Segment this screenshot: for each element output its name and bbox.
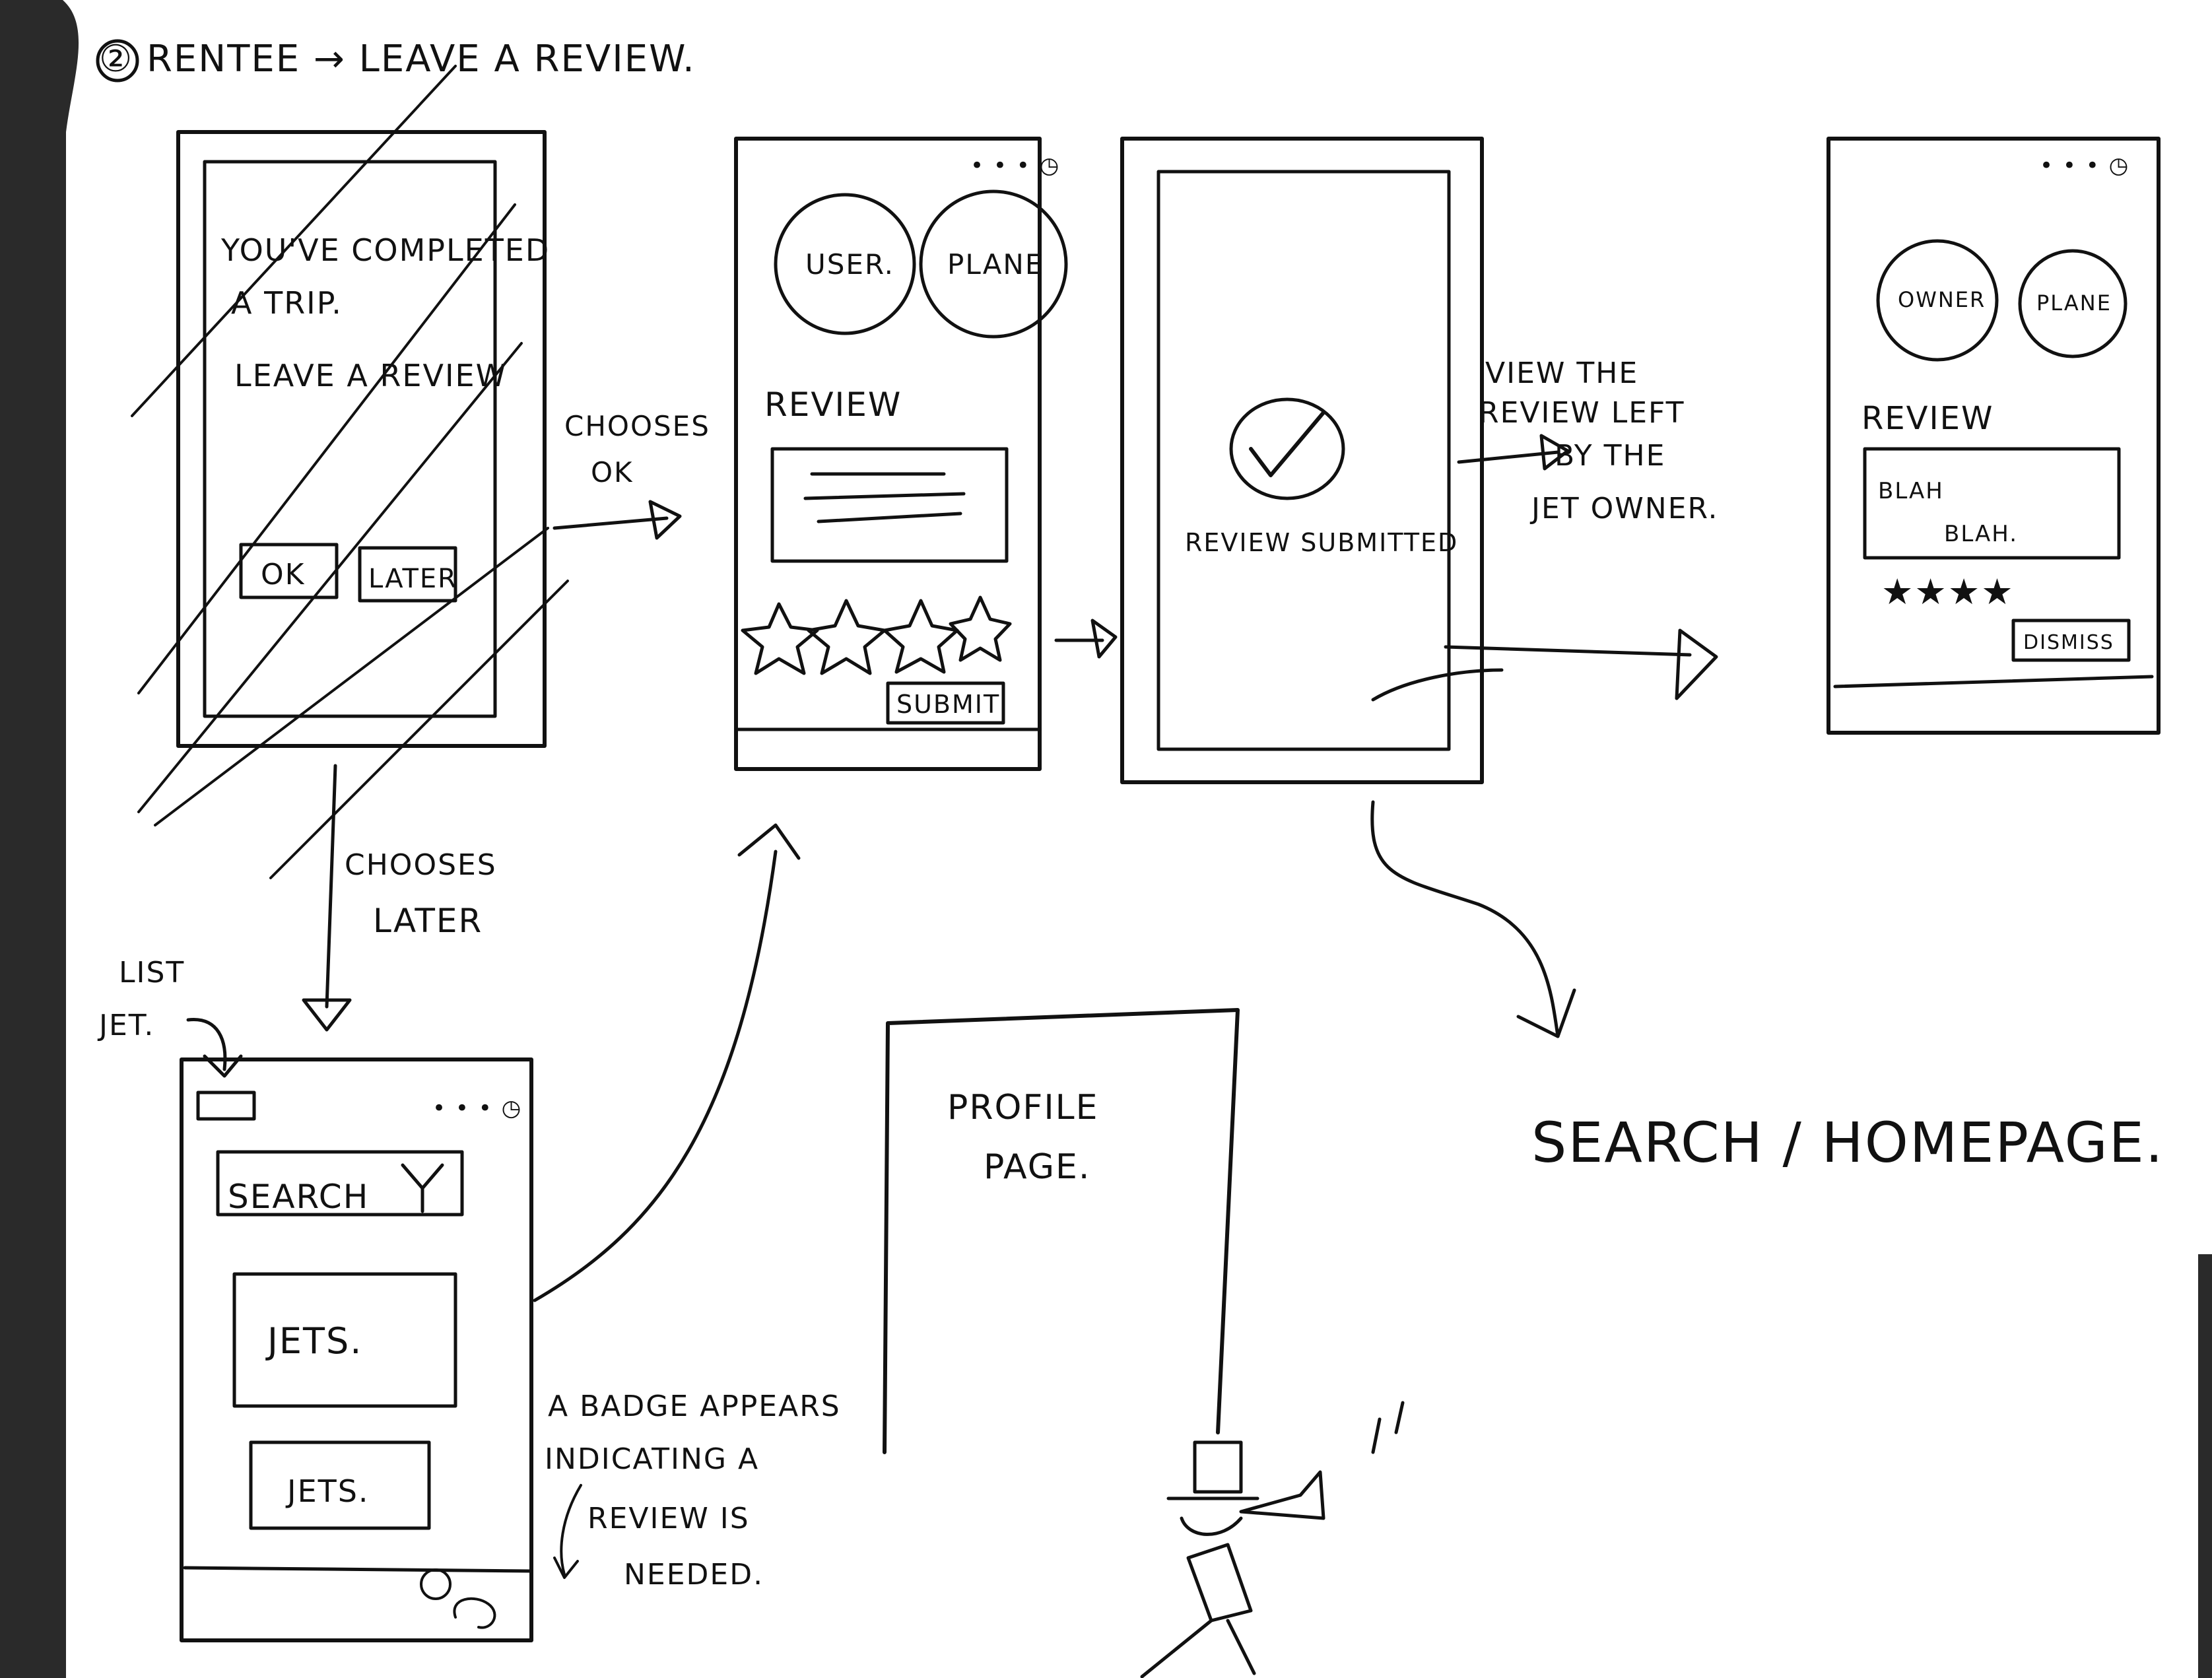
dismiss-button[interactable] — [2011, 619, 2131, 662]
plane-label: PLANE — [947, 248, 1044, 281]
arrow-chooses-ok: CHOOSES OK — [553, 410, 710, 540]
submit-button[interactable] — [886, 681, 1005, 725]
flow-title: ② RENTEE → LEAVE A REVIEW. — [96, 38, 696, 83]
submit-label: SUBMIT — [896, 690, 1000, 719]
arrow-view-owner-review: VIEW THE REVIEW LEFT BY THE JET OWNER. — [1457, 356, 1718, 525]
plane-circle — [2018, 249, 2128, 358]
star-icon[interactable] — [949, 595, 1012, 662]
chooses-later-line-2: LATER — [373, 902, 483, 940]
star-icon[interactable] — [883, 599, 959, 674]
list-jet-line-1: LIST — [119, 956, 185, 990]
crossout-stroke — [154, 527, 549, 826]
list-jet-line-2: JET. — [97, 1009, 154, 1042]
arrow-to-review-form — [533, 823, 801, 1302]
review-heading: REVIEW — [764, 386, 902, 424]
dismiss-label: DISMISS — [2023, 631, 2114, 654]
badge-line-2: INDICATING A — [545, 1442, 759, 1476]
step-number-circle — [96, 39, 139, 83]
screen-owner-review: • • • ◷ OWNER PLANE REVIEW BLAH BLAH. ★★… — [1827, 137, 2161, 735]
profile-line-1: PROFILE — [947, 1088, 1099, 1127]
view-line-1: VIEW THE — [1485, 356, 1638, 390]
owner-label: OWNER — [1898, 287, 1986, 312]
jet-card[interactable] — [249, 1440, 431, 1530]
review-heading: REVIEW — [1861, 400, 1994, 437]
user-label: USER. — [805, 248, 894, 281]
list-jet-annotation: LIST JET. — [97, 956, 243, 1078]
profile-line-2: PAGE. — [984, 1147, 1090, 1187]
crossout-stroke — [131, 65, 457, 417]
badge-line-3: REVIEW IS — [587, 1502, 750, 1535]
plane-circle — [919, 189, 1068, 339]
ok-button-label: OK — [261, 558, 306, 591]
star-icon[interactable] — [741, 602, 819, 675]
plane-label: PLANE — [2036, 290, 2112, 316]
jet-card-label: JETS. — [265, 1320, 362, 1362]
badge-annotation: A BADGE APPEARS INDICATING A REVIEW IS N… — [545, 1390, 841, 1592]
jet-card-label: JETS. — [285, 1473, 370, 1509]
menu-dots[interactable]: • • • ◷ — [970, 152, 1060, 179]
search-input[interactable] — [216, 1150, 464, 1217]
view-line-2: REVIEW LEFT — [1479, 396, 1685, 430]
list-jet-icon[interactable] — [196, 1091, 256, 1121]
review-text-2: BLAH. — [1944, 521, 2018, 547]
chooses-ok-line-2: OK — [591, 456, 634, 488]
filter-icon[interactable] — [401, 1163, 444, 1213]
menu-dots[interactable]: • • • ◷ — [2040, 152, 2129, 179]
screen-completed-trip: YOU'VE COMPLETED A TRIP. LEAVE A REVIEW … — [131, 65, 569, 879]
trip-line-1: YOU'VE COMPLETED — [220, 232, 550, 268]
screen-review-form: • • • ◷ USER. PLANE REVIEW SUBMIT — [734, 137, 1068, 771]
arrow-submit-to-submitted — [1054, 619, 1118, 659]
review-textarea[interactable] — [770, 447, 1009, 563]
trip-line-2: A TRIP. — [231, 285, 343, 321]
later-button-label: LATER — [368, 564, 457, 594]
crossout-stroke — [137, 342, 523, 813]
review-submitted-label: REVIEW SUBMITTED — [1185, 528, 1458, 557]
owner-circle — [1876, 239, 1999, 362]
arrow-chooses-later: CHOOSES LATER — [302, 764, 497, 1032]
user-circle — [774, 193, 916, 335]
search-label: SEARCH — [228, 1178, 369, 1216]
badge-icon — [420, 1568, 452, 1600]
title-text: ② RENTEE → LEAVE A REVIEW. — [99, 38, 696, 81]
checkmark-icon — [1249, 411, 1325, 477]
trip-line-3: LEAVE A REVIEW — [234, 358, 507, 393]
screen-review-submitted: REVIEW SUBMITTED — [1120, 137, 1484, 784]
chooses-ok-line-1: CHOOSES — [564, 410, 710, 442]
screen-search-list: • • • ◷ SEARCH JETS. JETS. — [180, 1057, 533, 1642]
search-homepage-label: SEARCH / HOMEPAGE. — [1531, 1110, 2164, 1175]
badge-line-4: NEEDED. — [624, 1558, 764, 1592]
check-circle-icon — [1229, 397, 1345, 500]
view-line-4: JET OWNER. — [1529, 492, 1718, 525]
crossout-stroke — [269, 580, 569, 879]
crossout-stroke — [137, 203, 516, 694]
star-rating-display: ★★★★ — [1881, 571, 2015, 613]
star-icon[interactable] — [807, 599, 887, 675]
star-rating[interactable] — [741, 595, 1012, 675]
arrow-to-owner-screen — [1371, 628, 1718, 702]
chooses-later-line-1: CHOOSES — [345, 848, 497, 882]
arrow-to-search-homepage — [1370, 800, 1576, 1038]
review-box — [1863, 447, 2121, 560]
view-line-3: BY THE — [1555, 439, 1665, 473]
profile-icon[interactable] — [453, 1597, 496, 1629]
badge-line-1: A BADGE APPEARS — [548, 1390, 841, 1423]
scribble-text — [803, 472, 966, 523]
profile-page-frame: PROFILE PAGE. — [883, 1008, 1240, 1454]
review-text-1: BLAH — [1878, 478, 1944, 504]
trumpeter-doodle — [1140, 1401, 1405, 1678]
search-homepage-text: SEARCH / HOMEPAGE. — [1531, 1110, 2164, 1175]
later-button[interactable] — [358, 546, 457, 603]
jet-card[interactable] — [232, 1272, 457, 1408]
menu-dots[interactable]: • • • ◷ — [432, 1095, 522, 1122]
